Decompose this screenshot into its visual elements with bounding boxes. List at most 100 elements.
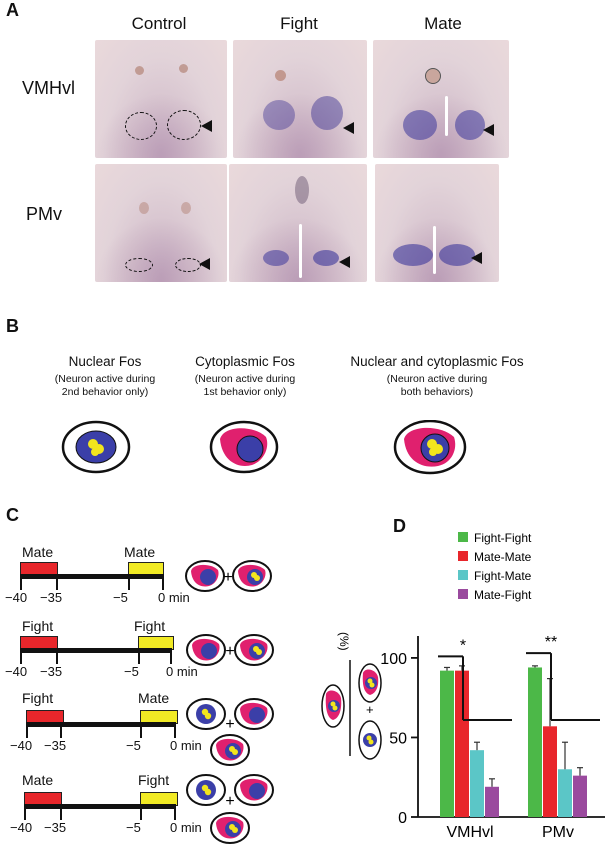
cell-type-sub-1: (Neuron active during [54,373,156,385]
second-behavior-label: Fight [134,618,166,634]
arrowhead-icon [199,258,210,270]
column-header-control: Control [131,14,187,33]
vmhvl-outline-right [167,110,201,140]
timeline-axis [24,804,176,809]
tick-label: −5 [124,664,139,679]
arrowhead-icon [343,122,354,134]
second-behavior-label: Mate [138,690,170,706]
bar-fight-mate-pmv [558,769,572,817]
arrowhead-icon [201,120,212,132]
tick-label: −35 [40,590,63,605]
legend-nuclear-cytoplasmic-fos: Nuclear and cytoplasmic Fos (Neuron acti… [312,354,562,399]
legend-label: Fight-Fight [474,531,532,545]
x-category-label: VMHvl [446,824,493,841]
legend-swatch [458,551,468,561]
arrowhead-icon [339,256,350,268]
legend-label: Fight-Mate [474,569,532,583]
micrograph-pmv-mate [375,164,499,282]
tick-label: −35 [40,664,63,679]
nuclear-fos-cell-icon [61,420,131,474]
tick-label: −40 [5,664,28,679]
arrowhead-icon [471,252,482,264]
nuclear-cytoplasmic-fos-cell-icon [393,420,467,475]
timeline-axis [20,648,172,653]
row-header-pmv: PMv [26,204,62,224]
panel-b-letter: B [6,316,19,336]
y-tick-label: 100 [380,651,407,668]
bar-mate-fight-pmv [573,775,587,817]
cell-type-title: Cytoplasmic Fos [195,354,295,369]
panel-c-cell-icons: + + + + [185,560,274,844]
bar-fight-mate-vmhvl [470,750,484,817]
tick-label: 0 min [158,590,190,605]
bar-fight-fight-vmhvl [440,670,454,817]
panel-d-letter: D [393,516,406,536]
tick-label: 0 min [166,664,198,679]
timeline-axis [20,574,164,579]
tick-label: −40 [10,738,33,753]
tick-label: 0 min [170,820,202,835]
arrowhead-icon [483,124,494,136]
micrograph-pmv-fight [229,164,367,282]
tick-label: 0 min [170,738,202,753]
numerator-cell-icon [321,684,345,728]
first-behavior-label: Fight [22,690,54,706]
cell-type-sub-1: (Neuron active during [386,373,488,385]
panel-c-letter: C [6,505,19,525]
tick-label: −35 [44,738,67,753]
cell-type-sub-2: 2nd behavior only) [61,386,149,398]
legend-label: Mate-Mate [474,550,532,564]
tick-label: −5 [126,738,141,753]
significance-marker: ** [545,634,557,651]
pmv-outline-right [175,258,201,272]
timeline-mate-mate: Mate Mate −40 −35 −5 0 min [0,540,300,612]
tick-label: −5 [126,820,141,835]
cell-type-title: Nuclear and cytoplasmic Fos [350,354,524,369]
tick-label: −40 [10,820,33,835]
cell-icon-group-3: + [186,698,274,766]
y-axis-plus: + [366,702,374,717]
first-behavior-label: Mate [22,772,54,788]
row-header-vmhvl: VMHvl [22,78,75,98]
vmhvl-outline-left [125,112,157,140]
first-behavior-label: Mate [22,544,54,560]
second-behavior-label: Fight [138,772,170,788]
second-behavior-label: Mate [124,544,156,560]
plus-sign: + [225,716,234,733]
significance-marker: * [460,637,466,654]
cell-type-sub-2: both behaviors) [400,386,474,398]
cell-icon-group-2: + [186,634,274,666]
plus-sign: + [223,569,232,586]
legend-label: Mate-Fight [474,588,532,602]
cell-icon-group-1: + [185,560,272,592]
micrograph-pmv-control [95,164,227,282]
first-behavior-label: Fight [22,618,54,634]
micrograph-vmhvl-control [95,40,227,158]
cytoplasmic-fos-cell-icon [209,420,279,474]
tick-label: −5 [113,590,128,605]
timeline-fight-fight: Fight Fight −40 −35 −5 0 min [0,614,300,686]
y-tick-label: 50 [389,730,407,747]
cell-type-title: Nuclear Fos [68,354,142,369]
cell-type-sub-1: (Neuron active during [194,373,296,385]
bar-mate-mate-vmhvl [455,670,469,817]
legend-swatch [458,570,468,580]
denominator-cell-icon-2 [358,720,382,760]
tick-label: −40 [5,590,28,605]
column-header-fight: Fight [280,14,318,33]
timeline-fight-mate: Fight Mate −40 −35 −5 0 min [0,690,300,762]
bar-mate-fight-vmhvl [485,786,499,817]
micrograph-vmhvl-mate [373,40,509,158]
bar-fight-fight-pmv [528,667,542,817]
pmv-outline-left [125,258,153,272]
cell-type-sub-2: 1st behavior only) [203,386,287,398]
y-axis-label: (%) + [321,632,382,760]
denominator-cell-icon-1 [358,663,382,703]
x-category-label: PMv [542,824,574,841]
legend-swatch [458,589,468,599]
column-header-mate: Mate [424,14,462,33]
bar-mate-mate-pmv [543,726,557,817]
